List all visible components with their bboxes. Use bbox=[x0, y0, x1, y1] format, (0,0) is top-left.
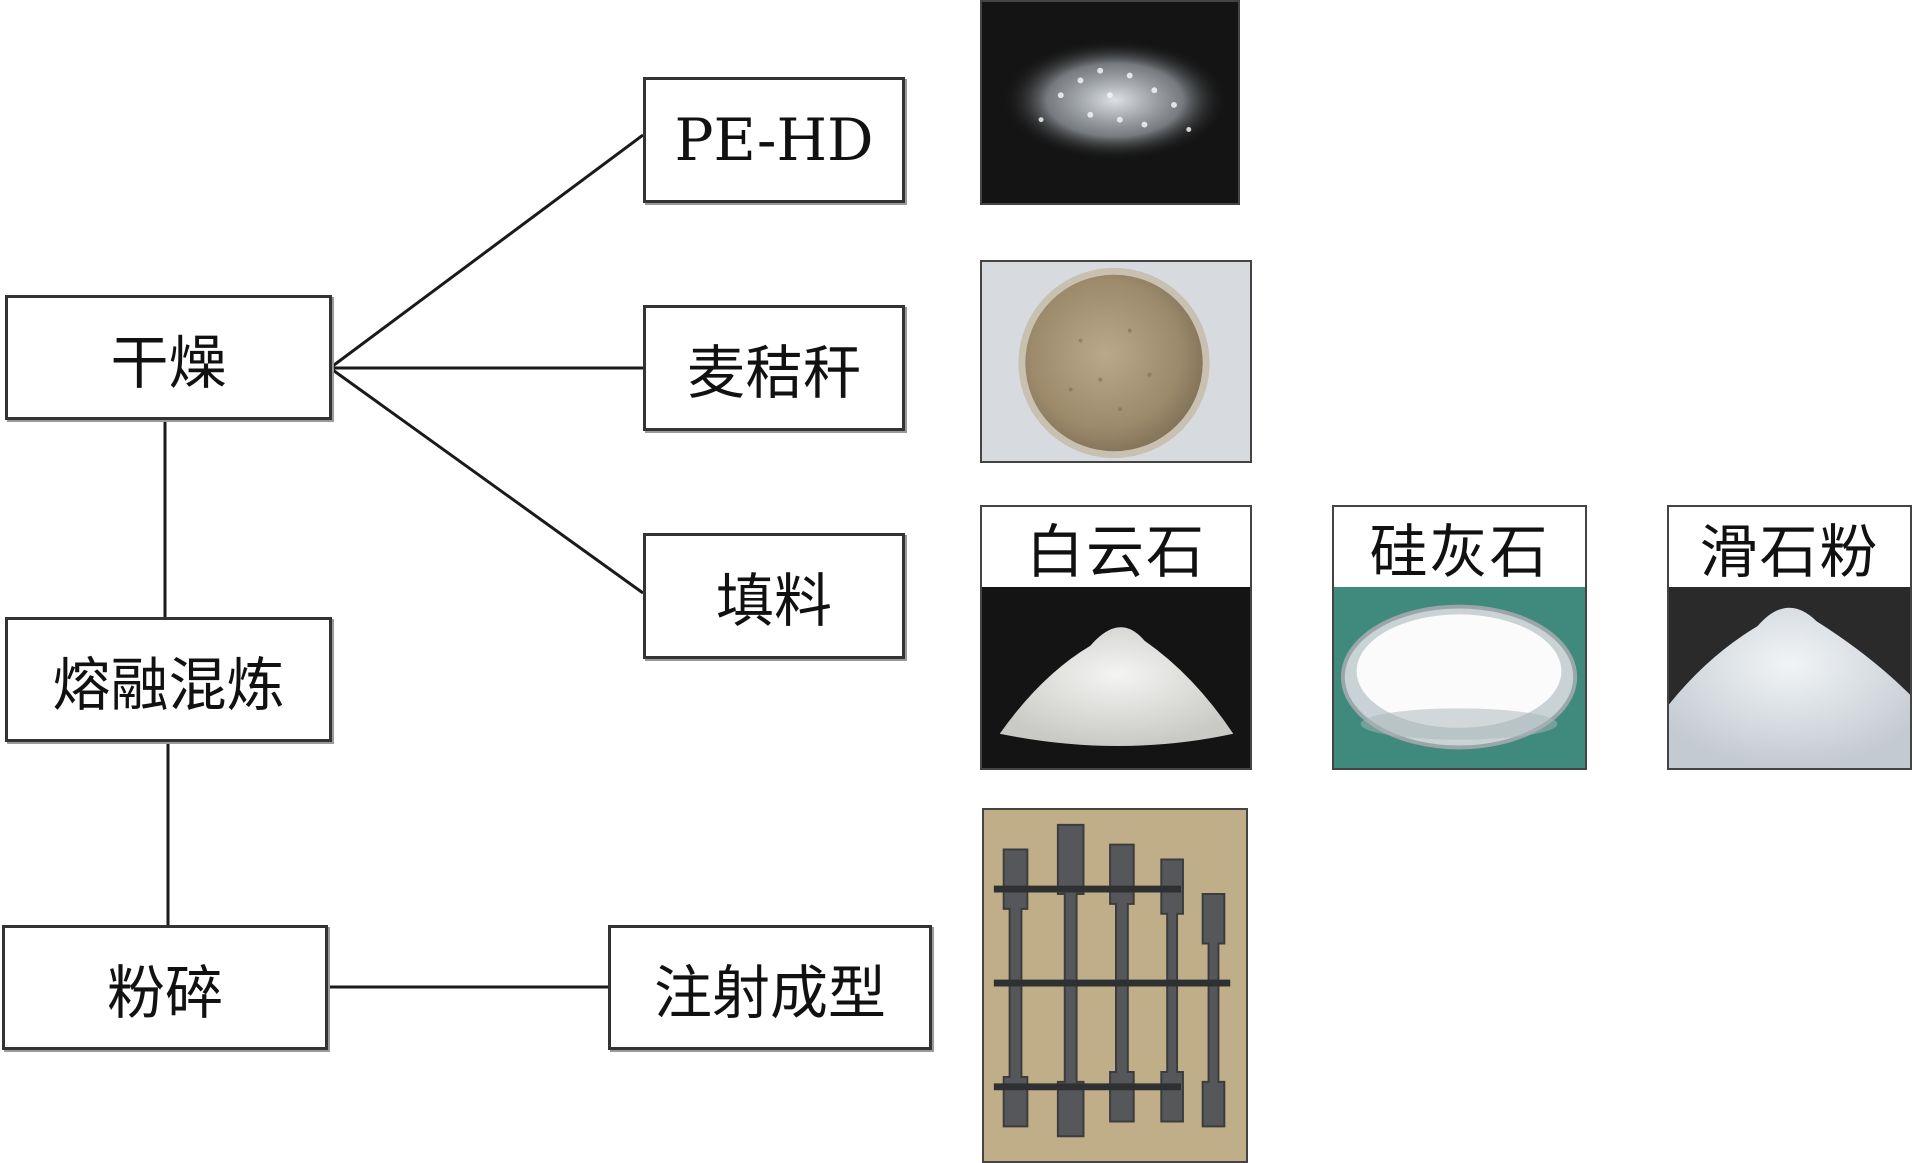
node-melt-mixing: 熔融混炼 bbox=[5, 617, 332, 742]
photo-dolomite: 白云石 bbox=[980, 505, 1252, 770]
node-pe-hd-label: PE-HD bbox=[674, 106, 874, 174]
node-filler: 填料 bbox=[643, 533, 905, 659]
node-pe-hd: PE-HD bbox=[643, 77, 905, 203]
node-melt-mixing-label: 熔融混炼 bbox=[52, 650, 285, 719]
node-crushing: 粉碎 bbox=[2, 925, 328, 1050]
node-wheat-straw-label: 麦秸秆 bbox=[686, 339, 861, 407]
photo-wollastonite: 硅灰石 bbox=[1332, 505, 1587, 770]
node-drying: 干燥 bbox=[5, 295, 332, 420]
node-crushing-label: 粉碎 bbox=[106, 958, 223, 1027]
photo-injection-specimens bbox=[982, 808, 1248, 1163]
node-drying-label: 干燥 bbox=[110, 328, 227, 397]
node-injection-molding: 注射成型 bbox=[608, 925, 932, 1050]
node-injection-molding-label: 注射成型 bbox=[653, 958, 886, 1027]
caption-wollastonite: 硅灰石 bbox=[1334, 507, 1585, 587]
line-drying-to-pehd bbox=[329, 133, 644, 370]
caption-dolomite: 白云石 bbox=[982, 507, 1250, 587]
line-drying-to-filler bbox=[329, 366, 644, 595]
photo-wheat-straw-powder bbox=[980, 260, 1252, 463]
caption-talc: 滑石粉 bbox=[1669, 507, 1910, 587]
photo-pe-hd-pellets bbox=[980, 0, 1240, 205]
node-filler-label: 填料 bbox=[715, 567, 832, 635]
node-wheat-straw: 麦秸秆 bbox=[643, 305, 905, 431]
photo-talc: 滑石粉 bbox=[1667, 505, 1912, 770]
